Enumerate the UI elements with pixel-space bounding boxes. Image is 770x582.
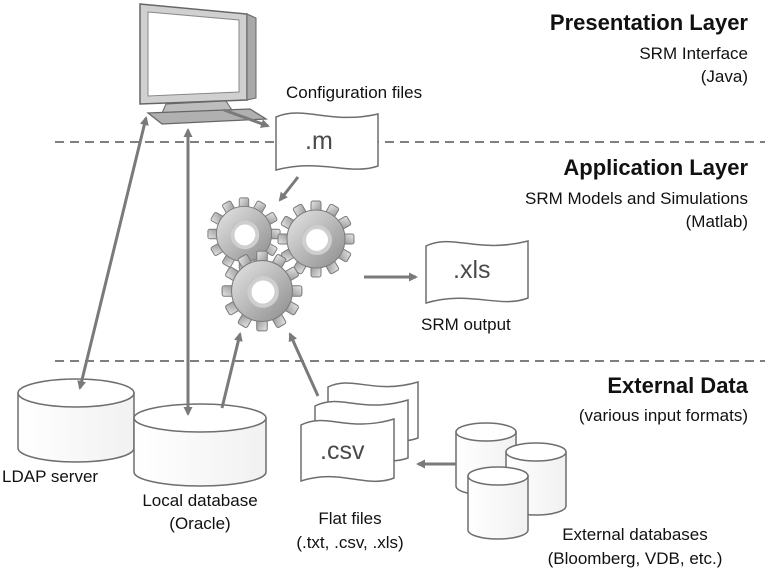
flat-files-icon: [300, 380, 419, 483]
external-databases-icon: [455, 422, 567, 540]
arrow-config-gears: [278, 176, 300, 202]
local-database-sublabel: (Oracle): [169, 514, 231, 533]
application-layer-subtitle: SRM Models and Simulations: [525, 189, 748, 208]
presentation-layer-title: Presentation Layer: [549, 10, 748, 35]
application-layer-title: Application Layer: [563, 155, 748, 180]
arrow-flatfiles-gears: [288, 332, 320, 397]
flat-files-label: Flat files: [318, 509, 382, 528]
presentation-layer-tech: (Java): [700, 67, 748, 86]
external-databases-label: External databases: [562, 525, 708, 544]
application-layer-tech: (Matlab): [685, 212, 748, 231]
flat-file-document-extension: .csv: [320, 437, 365, 465]
gears-icon: [205, 195, 356, 331]
flat-files-sublabel: (.txt, .csv, .xls): [296, 533, 404, 552]
arrow-monitor-ldap: [77, 116, 149, 390]
presentation-layer-subtitle: SRM Interface: [639, 44, 748, 63]
ldap-server-label: LDAP server: [2, 467, 99, 486]
ldap-database-icon: [17, 378, 135, 463]
external-databases-sublabel: (Bloomberg, VDB, etc.): [547, 549, 723, 568]
output-document-icon: [425, 240, 529, 305]
config-files-label: Configuration files: [286, 83, 423, 102]
monitor-icon: [139, 3, 269, 125]
config-document-extension: .m: [305, 127, 333, 155]
arrow-localdb-gears: [220, 332, 243, 409]
external-data-title: External Data: [607, 373, 748, 398]
local-database-label: Local database: [142, 491, 258, 510]
output-document-extension: .xls: [453, 256, 491, 284]
srm-output-label: SRM output: [421, 315, 511, 334]
arrow-monitor-config: [223, 108, 270, 128]
config-document-icon: [275, 112, 379, 171]
local-database-icon: [133, 403, 267, 487]
external-data-subtitle: (various input formats): [578, 406, 748, 425]
